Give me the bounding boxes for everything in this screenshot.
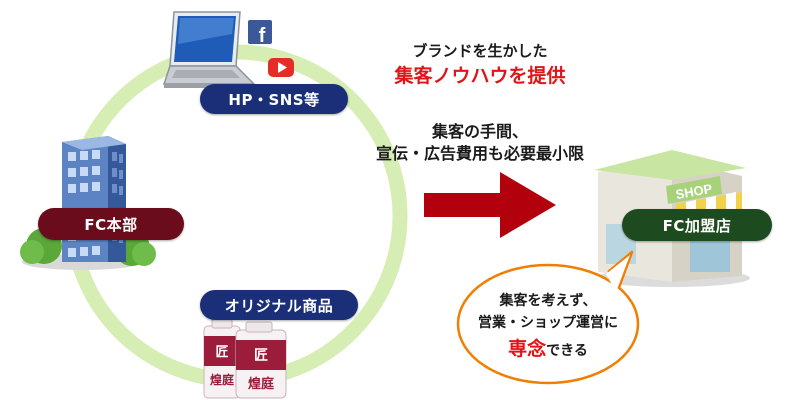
brand-message-line1: ブランドを生かした: [412, 42, 548, 60]
hp-sns-label: HP・SNS等: [200, 84, 348, 114]
speech-bubble: [456, 250, 640, 385]
original-products-label: オリジナル商品: [200, 290, 358, 320]
product-bottles-icon: 匠 煌庭 匠 煌庭: [203, 317, 287, 399]
brand-message-line2: 集客ノウハウを提供: [394, 65, 566, 87]
office-building-icon: [20, 136, 156, 270]
shop-sign-text: SHOP: [674, 181, 713, 202]
cost-message-line1: 集客の手間、: [431, 122, 528, 141]
bottle-right-name: 煌庭: [248, 376, 275, 392]
youtube-icon: [268, 58, 294, 77]
bottle-left-brand: 匠: [215, 345, 228, 360]
fc-kameiten-label: FC加盟店: [622, 209, 772, 241]
fc-honbu-label: FC本部: [38, 208, 184, 240]
right-arrow-icon: [424, 172, 556, 238]
bottle-right-brand: 匠: [254, 348, 268, 364]
bottle-left-name: 煌庭: [210, 372, 234, 387]
original-products-text: オリジナル商品: [224, 296, 334, 315]
bubble-suffix: できる: [546, 343, 588, 359]
bubble-emphasis: 専念: [508, 338, 547, 360]
fc-honbu-text: FC本部: [84, 215, 138, 234]
bubble-line3: 専念できる: [470, 334, 626, 361]
fc-kameiten-text: FC加盟店: [662, 216, 732, 235]
cost-message-line2: 宣伝・広告費用も必要最小限: [375, 144, 584, 163]
bubble-line2: 営業・ショップ運営に: [478, 315, 618, 331]
bubble-line1: 集客を考えず、: [499, 293, 597, 309]
hp-sns-text: HP・SNS等: [228, 90, 320, 109]
svg-text:f: f: [259, 25, 266, 47]
facebook-icon: f: [248, 20, 272, 47]
